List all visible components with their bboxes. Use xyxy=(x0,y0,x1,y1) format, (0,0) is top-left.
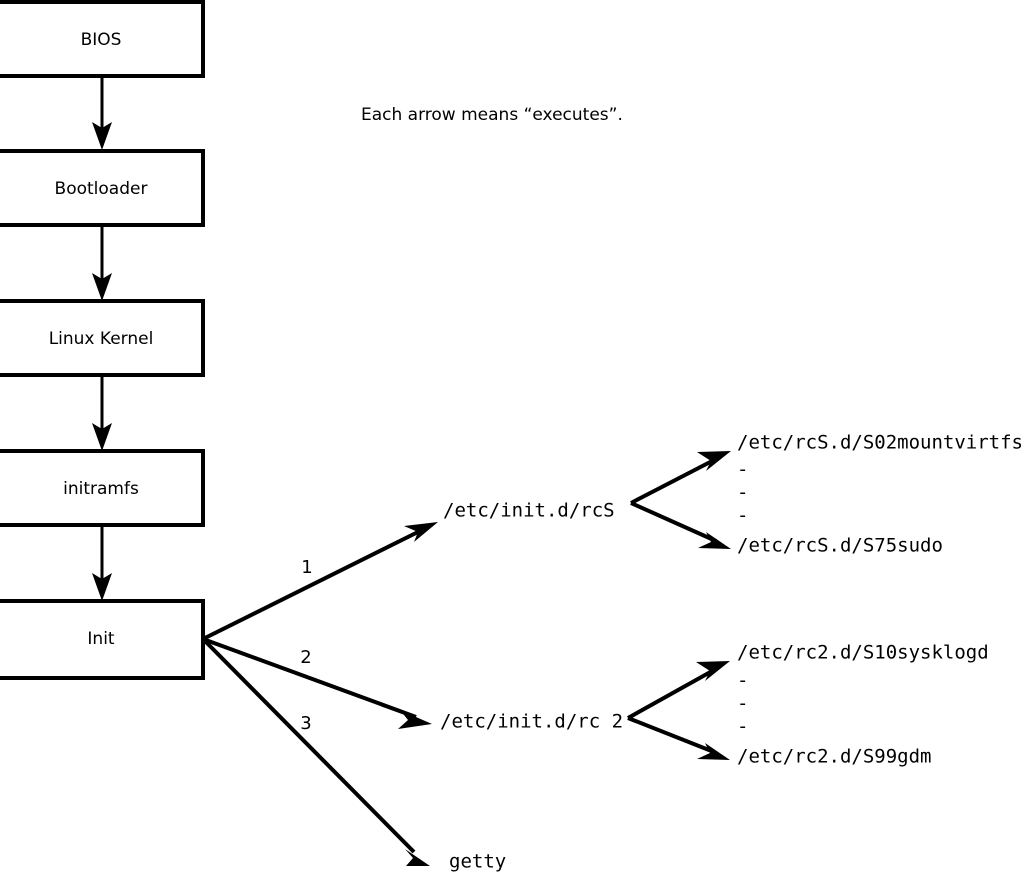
bootloader-label: Bootloader xyxy=(55,179,148,199)
connector-line xyxy=(627,716,715,754)
arrow-head-icon xyxy=(92,122,112,150)
connector-init-to-getty xyxy=(201,637,430,866)
initramfs-label: initramfs xyxy=(63,479,139,499)
stage-node-init[interactable]: Init xyxy=(0,599,205,680)
connector-init-to-rc2 xyxy=(202,637,432,729)
arrow-head-icon xyxy=(697,451,731,471)
connector-line xyxy=(201,637,416,854)
rcs-script-last: /etc/rcS.d/S75sudo xyxy=(737,535,943,557)
connector-line xyxy=(202,637,417,719)
branch-label-getty: getty xyxy=(449,851,506,873)
branch-number-1: 1 xyxy=(301,557,312,578)
arrow-head-icon xyxy=(698,532,731,549)
diagram-caption: Each arrow means “executes”. xyxy=(361,105,623,125)
rc2-script-first: /etc/rc2.d/S10sysklogd xyxy=(737,642,989,664)
connector-bios-to-bootloader xyxy=(92,76,112,150)
connector-line xyxy=(202,527,425,641)
connector-line xyxy=(630,457,717,505)
stage-node-bootloader[interactable]: Bootloader xyxy=(0,149,205,227)
connector-bootloader-to-kernel xyxy=(92,225,112,301)
bios-label: BIOS xyxy=(81,30,122,50)
connector-rcs-to-first-script xyxy=(630,451,731,505)
connector-line xyxy=(627,668,715,720)
rc2-ellipsis-dash-1: - xyxy=(737,670,748,692)
arrow-head-icon xyxy=(696,661,730,681)
arrow-head-icon xyxy=(92,423,112,451)
init-box xyxy=(0,599,205,680)
rc2-ellipsis-dash-3: - xyxy=(737,716,748,738)
stage-node-bios[interactable]: BIOS xyxy=(0,0,205,78)
connector-line xyxy=(630,501,717,543)
branch-number-2: 2 xyxy=(300,647,311,668)
arrow-head-icon xyxy=(697,743,730,760)
bios-box xyxy=(0,0,205,78)
stage-node-initramfs[interactable]: initramfs xyxy=(0,449,205,527)
rcs-ellipsis-dash-1: - xyxy=(737,459,748,481)
connector-kernel-to-initramfs xyxy=(92,375,112,451)
init-label: Init xyxy=(87,629,115,649)
stage-node-linux-kernel[interactable]: Linux Kernel xyxy=(0,299,205,377)
arrow-head-icon xyxy=(398,710,432,729)
connector-rc2-to-last-script xyxy=(627,716,730,760)
connector-rc2-to-first-script xyxy=(627,661,730,720)
branch-label-rc2: /etc/init.d/rc 2 xyxy=(440,711,623,733)
connector-rcs-to-last-script xyxy=(630,501,731,549)
bootloader-box xyxy=(0,149,205,227)
branch-number-3: 3 xyxy=(300,713,311,734)
linux-kernel-box xyxy=(0,299,205,377)
rc2-script-last: /etc/rc2.d/S99gdm xyxy=(737,746,931,768)
rc2-ellipsis-dash-2: - xyxy=(737,693,748,715)
rcs-script-first: /etc/rcS.d/S02mountvirtfs xyxy=(737,432,1023,454)
initramfs-box xyxy=(0,449,205,527)
rcs-ellipsis-dash-2: - xyxy=(737,482,748,504)
arrow-head-icon xyxy=(92,573,112,601)
arrow-head-icon xyxy=(405,849,430,866)
connector-init-to-rcs xyxy=(202,522,438,641)
arrow-head-icon xyxy=(404,522,438,542)
branch-label-rcs: /etc/init.d/rcS xyxy=(443,500,615,522)
linux-kernel-label: Linux Kernel xyxy=(49,329,154,349)
rcs-ellipsis-dash-3: - xyxy=(737,505,748,527)
connector-initramfs-to-init xyxy=(92,525,112,601)
arrow-head-icon xyxy=(92,273,112,301)
